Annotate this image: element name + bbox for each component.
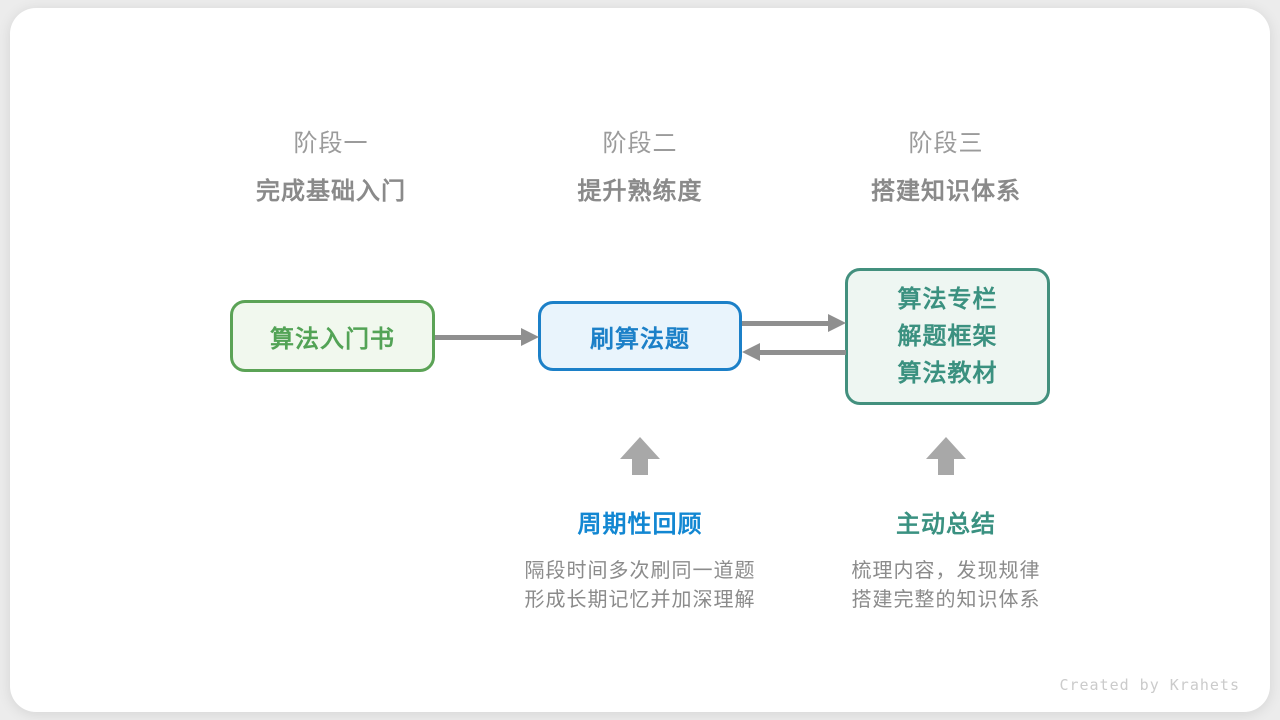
stage-3-subtitle: 搭建知识体系 [871, 178, 1021, 205]
resource-line-textbook: 算法教材 [897, 360, 998, 387]
stage-1-header: 阶段一 完成基础入门 [181, 128, 481, 208]
up-arrow-active-summary-icon [926, 437, 966, 475]
annotation-summary-title: 主动总结 [896, 511, 996, 538]
annotation-periodic-review: 周期性回顾 隔段时间多次刷同一道题 形成长期记忆并加深理解 [480, 510, 800, 615]
stage-3-label: 阶段三 [908, 130, 984, 157]
box-practice: 刷算法题 [538, 301, 742, 371]
box-intro-book: 算法入门书 [230, 300, 435, 372]
credit-text: Created by Krahets [1059, 676, 1240, 694]
annotation-review-desc-line2: 形成长期记忆并加深理解 [524, 589, 756, 611]
stage-1-subtitle: 完成基础入门 [256, 178, 406, 205]
annotation-review-desc-line1: 隔段时间多次刷同一道题 [524, 560, 756, 582]
up-arrow-periodic-review-icon [620, 437, 660, 475]
annotation-summary-desc-line2: 搭建完整的知识体系 [851, 589, 1041, 611]
box-intro-book-label: 算法入门书 [270, 325, 395, 353]
stage-2-subtitle: 提升熟练度 [577, 178, 703, 205]
annotation-summary-desc-line1: 梳理内容，发现规律 [851, 560, 1041, 582]
resource-line-framework: 解题框架 [897, 323, 998, 350]
annotation-review-desc: 隔段时间多次刷同一道题 形成长期记忆并加深理解 [480, 557, 800, 615]
stage-1-label: 阶段一 [293, 130, 369, 157]
box-practice-label: 刷算法题 [590, 325, 690, 353]
stage-3-header: 阶段三 搭建知识体系 [796, 128, 1096, 208]
arrow-head-right-icon [828, 314, 846, 332]
annotation-active-summary: 主动总结 梳理内容，发现规律 搭建完整的知识体系 [786, 510, 1106, 615]
resource-line-column: 算法专栏 [897, 286, 998, 313]
stage-2-label: 阶段二 [602, 130, 678, 157]
arrow-shaft [742, 320, 828, 326]
annotation-review-title: 周期性回顾 [577, 511, 703, 538]
arrow-head-right-icon [521, 328, 539, 346]
annotation-summary-desc: 梳理内容，发现规律 搭建完整的知识体系 [786, 557, 1106, 615]
arrow-head-left-icon [742, 343, 760, 361]
box-resources: 算法专栏 解题框架 算法教材 [845, 268, 1050, 405]
diagram-card: 阶段一 完成基础入门 阶段二 提升熟练度 阶段三 搭建知识体系 算法入门书 刷算… [10, 8, 1270, 712]
arrow-shaft [760, 349, 846, 355]
arrow-intro-to-practice [435, 328, 539, 346]
stage-2-header: 阶段二 提升熟练度 [490, 128, 790, 208]
arrow-practice-to-resources [742, 314, 846, 332]
arrow-shaft [435, 334, 521, 340]
arrow-resources-to-practice [742, 343, 846, 361]
